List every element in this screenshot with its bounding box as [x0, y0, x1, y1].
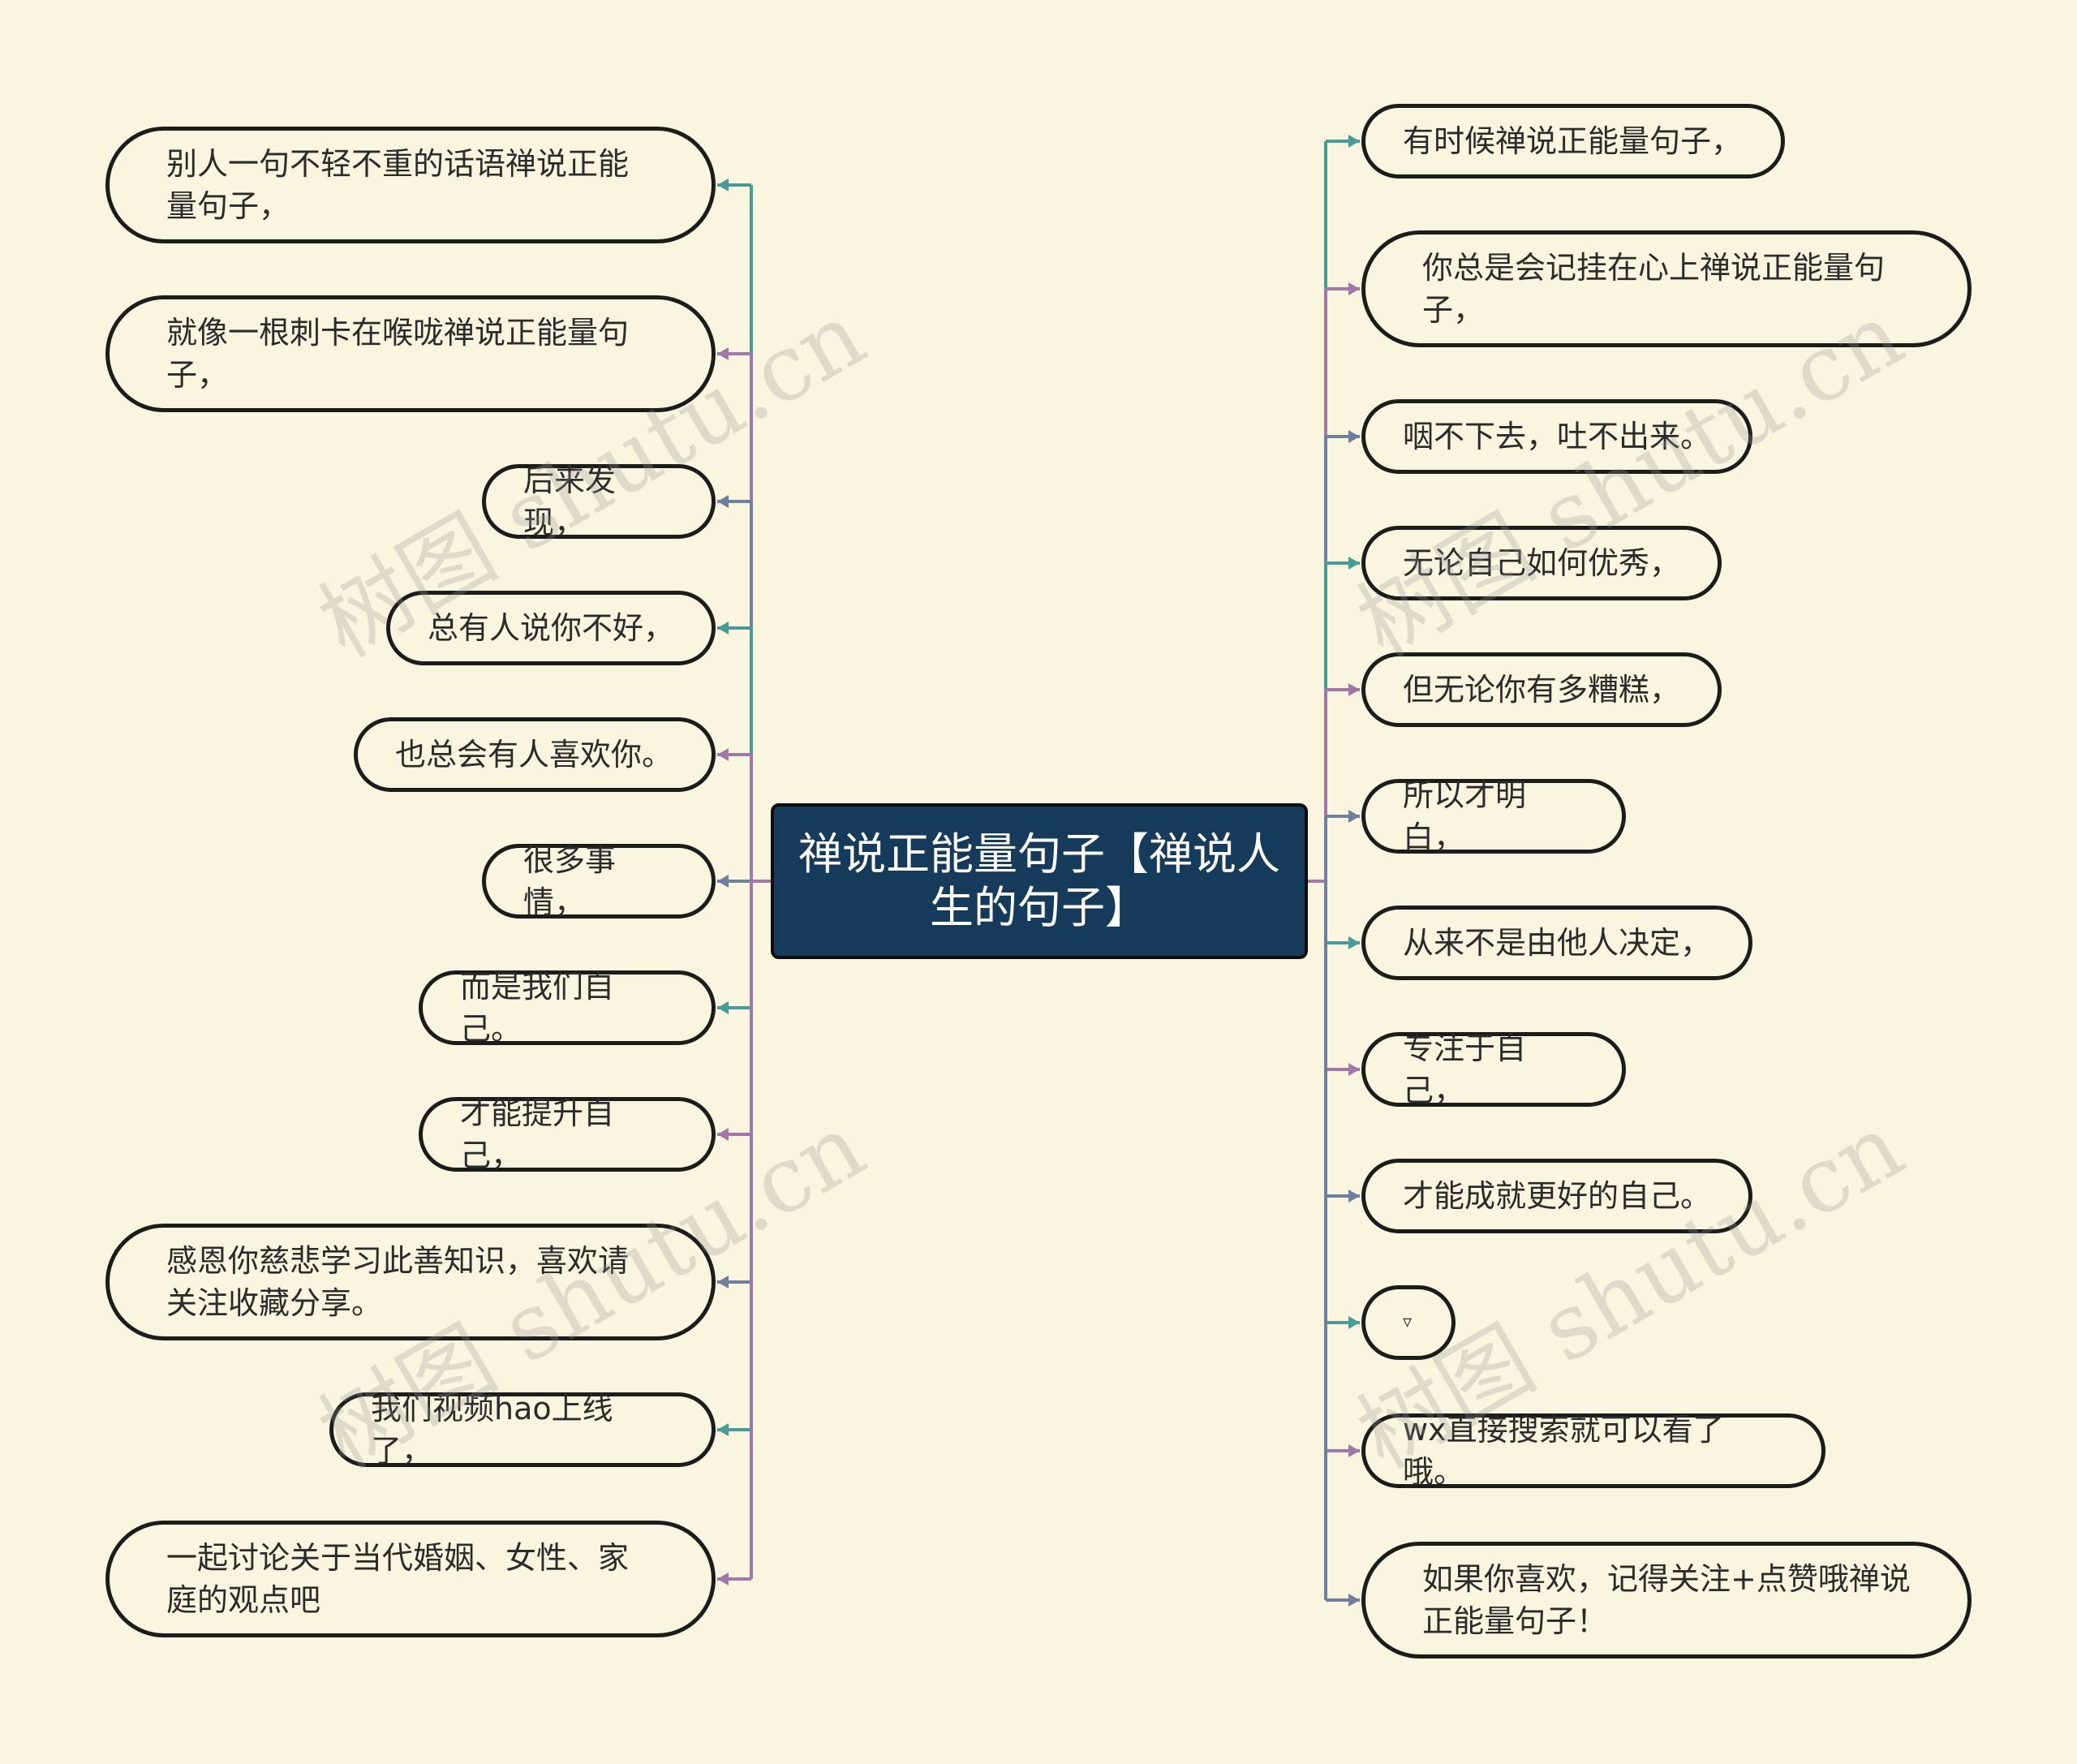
- right-node-11[interactable]: wx直接搜索就可以看了哦。: [1361, 1412, 1825, 1490]
- right-branch-arrow: [1348, 430, 1360, 443]
- right-branch-arrow: [1348, 683, 1360, 696]
- left-branch-arrow: [717, 1001, 729, 1014]
- left-node-3[interactable]: 后来发现，: [482, 463, 716, 540]
- left-branch-arrow: [717, 179, 729, 191]
- left-node-1[interactable]: 别人一句不轻不重的话语禅说正能量句子，: [105, 127, 716, 243]
- left-node-5[interactable]: 也总会有人喜欢你。: [354, 717, 716, 792]
- right-node-8[interactable]: 专注于自己，: [1361, 1030, 1626, 1108]
- right-node-9[interactable]: 才能成就更好的自己。: [1361, 1159, 1752, 1233]
- right-branch-arrow: [1348, 1594, 1360, 1607]
- root-node[interactable]: 禅说正能量句子【禅说人生的句子】: [771, 803, 1308, 959]
- right-node-2[interactable]: 你总是会记挂在心上禅说正能量句子，: [1361, 230, 1972, 347]
- left-branch-arrow: [717, 875, 729, 888]
- right-node-12[interactable]: 如果你喜欢，记得关注+点赞哦禅说正能量句子！: [1361, 1542, 1972, 1659]
- right-branch-arrow: [1348, 1444, 1360, 1457]
- left-node-2[interactable]: 就像一根刺卡在喉咙禅说正能量句子，: [105, 295, 716, 412]
- right-node-5[interactable]: 但无论你有多糟糕，: [1361, 652, 1722, 727]
- left-node-7[interactable]: 而是我们自己。: [419, 969, 716, 1047]
- left-branch-arrow: [717, 1128, 729, 1141]
- right-node-10[interactable]: ▿: [1361, 1285, 1456, 1360]
- right-branch-arrow: [1348, 557, 1360, 570]
- left-node-8[interactable]: 才能提升自己，: [419, 1095, 716, 1173]
- left-node-4[interactable]: 总有人说你不好，: [386, 591, 716, 665]
- right-branch-arrow: [1348, 1316, 1360, 1329]
- left-branch-arrow: [717, 622, 729, 635]
- left-node-10[interactable]: 我们视频hao上线了，: [329, 1391, 716, 1469]
- right-node-4[interactable]: 无论自己如何优秀，: [1361, 526, 1722, 600]
- right-branch-arrow: [1348, 135, 1360, 148]
- right-node-6[interactable]: 所以才明白，: [1361, 777, 1626, 855]
- left-branch-arrow: [717, 495, 729, 508]
- left-branch-arrow: [717, 1573, 729, 1585]
- left-branch-arrow: [717, 347, 729, 360]
- right-node-1[interactable]: 有时候禅说正能量句子，: [1361, 104, 1785, 179]
- left-node-6[interactable]: 很多事情，: [482, 842, 716, 920]
- left-node-9[interactable]: 感恩你慈悲学习此善知识，喜欢请关注收藏分享。: [105, 1224, 716, 1340]
- left-node-11[interactable]: 一起讨论关于当代婚姻、女性、家庭的观点吧: [105, 1521, 716, 1637]
- right-branch-arrow: [1348, 282, 1360, 295]
- right-node-7[interactable]: 从来不是由他人决定，: [1361, 906, 1752, 980]
- right-branch-arrow: [1348, 810, 1360, 823]
- right-branch-arrow: [1348, 936, 1360, 949]
- left-branch-arrow: [717, 748, 729, 761]
- right-branch-arrow: [1348, 1190, 1360, 1203]
- right-branch-arrow: [1348, 1063, 1360, 1076]
- left-branch-arrow: [717, 1423, 729, 1436]
- right-node-3[interactable]: 咽不下去，吐不出来。: [1361, 399, 1752, 474]
- left-branch-arrow: [717, 1276, 729, 1289]
